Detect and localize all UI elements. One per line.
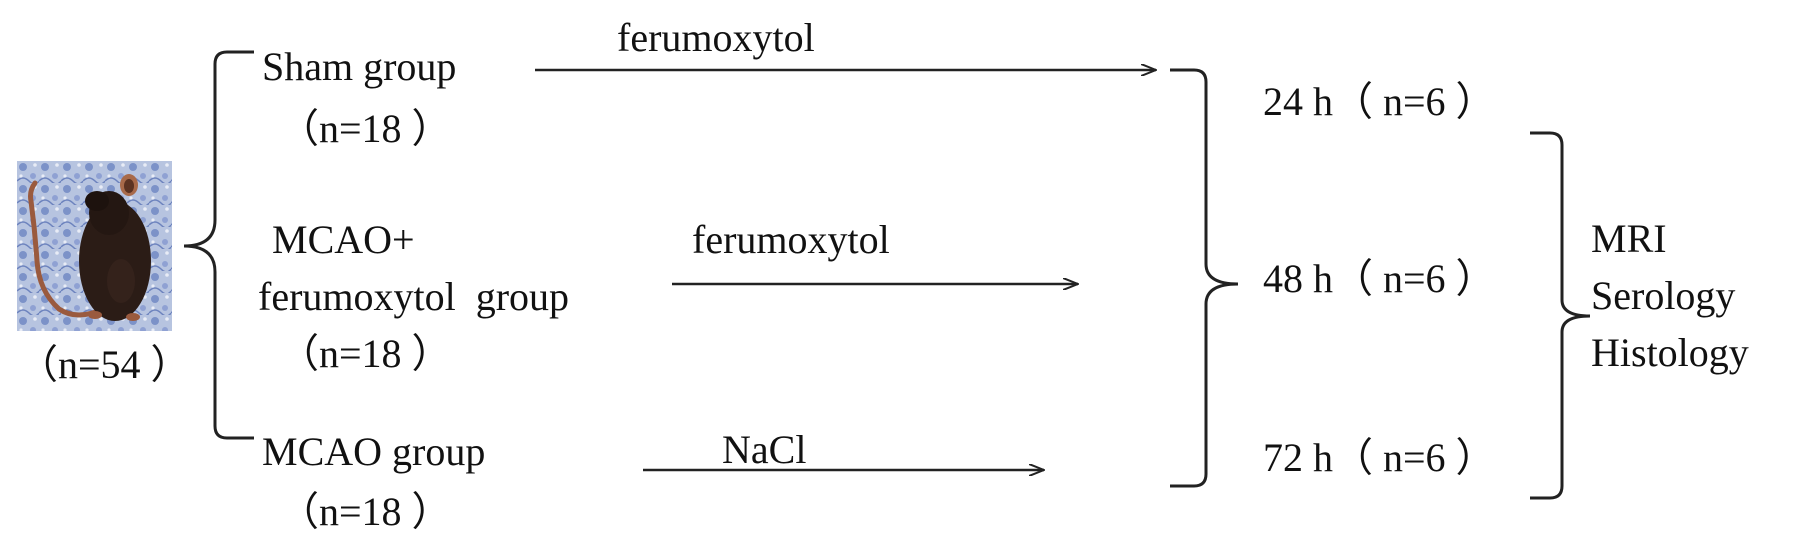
group-brace xyxy=(183,50,254,440)
timepoint-brace xyxy=(1170,68,1239,488)
sham-group-count: （n=18 ） xyxy=(279,106,452,151)
mouse-photo xyxy=(17,161,172,331)
mcao-ferumoxytol-group-label-line1: MCAO+ xyxy=(272,217,415,262)
timepoint-24h: 24 h（ n=6 ） xyxy=(1263,79,1496,124)
sham-group-label: Sham group xyxy=(262,44,457,89)
mcao-ferumoxytol-group-label-line2: ferumoxytol group xyxy=(258,274,570,319)
sham-treatment-label: ferumoxytol xyxy=(617,15,815,60)
timepoint-48h: 48 h（ n=6 ） xyxy=(1263,256,1496,301)
subjects-count-label: （n=54 ） xyxy=(18,342,191,387)
mcao-group-label: MCAO group xyxy=(262,429,486,474)
outcome-serology: Serology xyxy=(1591,273,1736,318)
mcao-treatment-label: NaCl xyxy=(722,427,807,472)
mcao-ferumoxytol-treatment-label: ferumoxytol xyxy=(692,217,890,262)
outcome-brace xyxy=(1530,131,1591,500)
outcome-histology: Histology xyxy=(1591,330,1749,375)
timepoint-72h: 72 h（ n=6 ） xyxy=(1263,435,1496,480)
mcao-ferumoxytol-group-count: （n=18 ） xyxy=(279,331,452,376)
mcao-group-count: （n=18 ） xyxy=(279,489,452,534)
outcome-mri: MRI xyxy=(1591,216,1667,261)
